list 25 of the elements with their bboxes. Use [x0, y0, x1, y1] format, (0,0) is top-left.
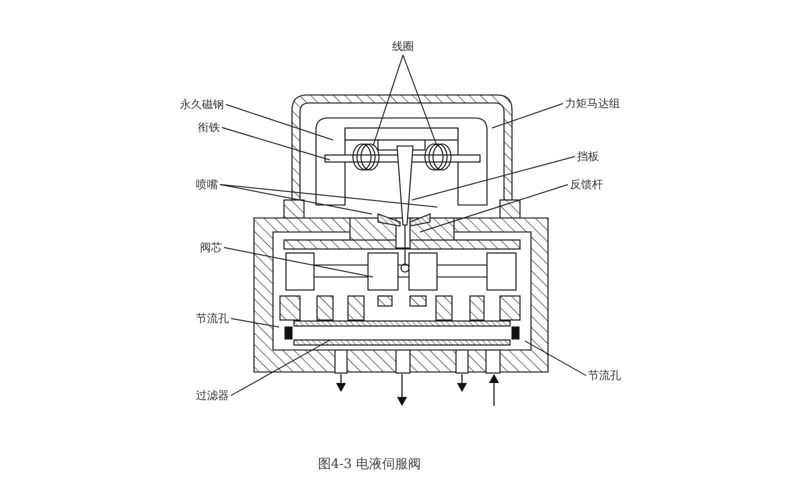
- leader-line: [372, 54, 404, 146]
- leader-line: [492, 103, 564, 128]
- leader-line: [224, 247, 374, 278]
- leader-line: [220, 184, 438, 208]
- part-label: 永久磁钢: [180, 98, 224, 111]
- part-label: 节流孔: [588, 369, 621, 382]
- part-label: 喷嘴: [196, 178, 218, 191]
- leader-line: [220, 184, 372, 214]
- leader-line: [402, 54, 438, 146]
- part-label: 阀芯: [200, 241, 222, 254]
- figure-caption: 图4-3 电液伺服阀: [318, 456, 422, 473]
- leader-line: [420, 184, 568, 232]
- leader-line: [230, 340, 330, 396]
- part-label: 衔铁: [198, 121, 220, 134]
- part-label: 反馈杆: [570, 178, 603, 191]
- part-label: 过滤器: [196, 389, 229, 402]
- part-label: 挡板: [577, 150, 599, 163]
- leader-line: [412, 156, 576, 200]
- leader-line: [222, 127, 330, 160]
- part-label: 线圈: [392, 40, 414, 53]
- leader-line: [524, 340, 586, 376]
- part-label: 力矩马达组: [565, 97, 620, 110]
- leader-line: [230, 318, 280, 328]
- leader-line: [226, 104, 334, 140]
- part-label: 节流孔: [196, 312, 229, 325]
